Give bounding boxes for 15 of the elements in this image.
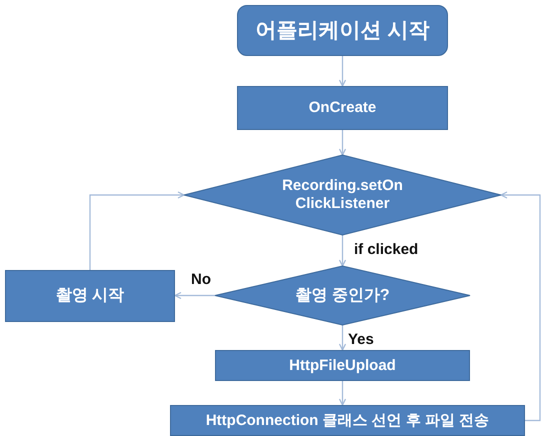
process-box: OnCreate xyxy=(237,86,448,130)
decision-diamond: 촬영 중인가? xyxy=(215,266,470,325)
process-box: 촬영 시작 xyxy=(5,270,175,322)
arrow xyxy=(89,191,185,270)
arrow xyxy=(338,130,346,156)
arrow xyxy=(338,235,346,267)
process-box: HttpConnection 클래스 선언 후 파일 전송 xyxy=(170,405,525,436)
arrow xyxy=(338,381,346,406)
process-box: HttpFileUpload xyxy=(215,350,470,381)
start-box: 어플리케이션 시작 xyxy=(237,5,448,56)
arrow xyxy=(338,325,346,351)
decision-diamond: Recording.setOn ClickListener xyxy=(184,155,501,235)
arrow xyxy=(174,292,215,300)
arrow xyxy=(338,56,346,87)
arrow xyxy=(500,191,541,422)
